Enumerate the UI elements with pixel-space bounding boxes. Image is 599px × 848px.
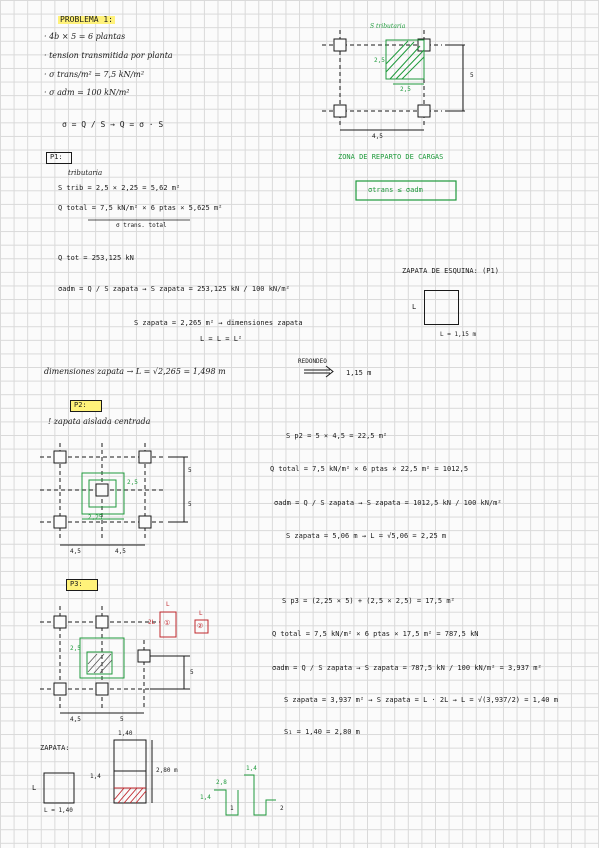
p3-dim-d: 2,5 <box>70 645 81 652</box>
p3-plan <box>40 606 190 714</box>
condition-box <box>355 180 457 201</box>
p1-size-note: L = 1,15 m <box>440 331 477 338</box>
small-dim-b: 2,8 <box>216 779 227 786</box>
zap-bottom: L = 1,40 <box>44 807 73 814</box>
p1-zapata-square <box>424 290 459 325</box>
p1-line-4: Q tot = 253,125 kN <box>58 254 134 262</box>
p2-dim-f: 2,25 <box>88 514 103 521</box>
zapata-esquina: ZAPATA DE ESQUINA: (P1) <box>402 267 499 275</box>
p3-dim-b: 5 <box>120 716 124 723</box>
bullet-4: · σ adm = 100 kN/m² <box>44 88 130 97</box>
p1-line-1: S trib = 2,5 × 2,25 = 5,62 m² <box>58 184 181 192</box>
top-dim-b: 2,5 <box>400 86 411 93</box>
p2-dim-c: 5 <box>188 467 192 474</box>
p3-trib <box>79 637 125 679</box>
p1-line-5: σadm = Q / S zapata → S zapata = 253,125… <box>58 285 290 293</box>
bullet-1: · 4b × 5 = 6 plantas <box>44 32 126 41</box>
top-dim-a: 2,5 <box>374 57 385 64</box>
p1-line-9: 1,15 m <box>346 369 372 377</box>
reparto-caption: ZONA DE REPARTO DE CARGAS <box>338 153 444 161</box>
p3-tag: P3: <box>70 580 83 588</box>
p3-red-l2: L <box>199 610 203 617</box>
top-plan-diagram <box>322 30 465 131</box>
p3-dim-c: 5 <box>190 669 194 676</box>
p2-line-1: S p2 = 5 × 4,5 = 22,5 m² <box>286 432 388 440</box>
p1-line-7: L = L = L² <box>200 335 243 343</box>
redondeo-label: REDONDEO <box>298 358 327 365</box>
p3-line-2: Q total = 7,5 kN/m² × 6 ptas × 17,5 m² =… <box>272 630 479 638</box>
p2-line-4: S zapata = 5,06 m → L = √5,06 = 2,25 m <box>286 532 447 540</box>
p2-subtitle: ! zapata aislada centrada <box>48 417 151 426</box>
p3-dim-a: 4,5 <box>70 716 81 723</box>
p3-hatch <box>87 653 113 674</box>
p3-line-4: S zapata = 3,937 m² → S zapata = L · 2L … <box>284 696 558 704</box>
small-dim-d: 1 <box>230 805 234 812</box>
top-dim-c: 4,5 <box>372 133 383 140</box>
small-dim-c: 1,4 <box>246 765 257 772</box>
p2-dim-e: 2,5 <box>127 479 138 486</box>
top-dim-d: 5 <box>470 72 474 79</box>
tributary-area <box>385 39 425 85</box>
p3-red-l1: L <box>166 601 170 608</box>
p2-tag: P2: <box>74 401 87 409</box>
zap-left-l: L <box>32 784 37 792</box>
tributary-label: S tributaria <box>370 23 406 30</box>
zapata-red-hatch <box>113 787 147 804</box>
p3-red-boxes <box>159 611 209 638</box>
p1-line-6: S zapata = 2,265 m² → dimensiones zapata <box>134 319 303 327</box>
zap-dim-h: 2,80 m <box>156 767 178 774</box>
p1-tag: P1: <box>50 153 63 161</box>
zap-dim-side: 1,4 <box>90 773 101 780</box>
p2-dim-a: 4,5 <box>70 548 81 555</box>
p1-trib-note: tributaria <box>68 169 103 177</box>
p3-circle-1: ① <box>164 619 171 627</box>
zap-dim-w: 1,40 <box>118 730 133 737</box>
p2-plan <box>40 443 188 546</box>
small-dim-a: 1,4 <box>200 794 211 801</box>
p2-dim-d: 5 <box>188 501 192 508</box>
p1-side-l: L <box>412 303 417 311</box>
p3-line-1: S p3 = (2,25 × 5) + (2,5 × 2,5) = 17,5 m… <box>282 597 455 605</box>
p2-trib <box>81 472 125 520</box>
p3-line-3: σadm = Q / S zapata → S zapata = 787,5 k… <box>272 664 542 672</box>
p3-tag-box <box>66 579 98 591</box>
p2-line-2: Q total = 7,5 kN/m² × 6 ptas × 22,5 m² =… <box>270 465 469 473</box>
p3-circle-2: ② <box>197 622 204 630</box>
p1-line-3: σ trans. total <box>116 222 167 229</box>
stress-formula: σ = Q / S → Q = σ · S <box>62 120 164 129</box>
bullet-3: · σ trans/m² = 7,5 kN/m² <box>44 70 145 79</box>
problem-title: PROBLEMA 1: <box>58 15 115 24</box>
p2-line-3: σadm = Q / S zapata → S zapata = 1012,5 … <box>274 499 502 507</box>
p2-dim-b: 4,5 <box>115 548 126 555</box>
bullet-2: · tension transmitida por planta <box>44 51 173 60</box>
p1-line-2: Q total = 7,5 kN/m² × 6 ptas × 5,625 m² <box>58 204 223 212</box>
small-dim-e: 2 <box>280 805 284 812</box>
p3-line-5: S₁ = 1,40 = 2,80 m <box>284 728 360 736</box>
small-profile <box>214 774 276 816</box>
zapata-label: ZAPATA: <box>40 744 70 752</box>
p2-tag-box <box>70 400 102 412</box>
p3-red-2l: 2L <box>148 619 156 626</box>
p1-line-8: dimensiones zapata → L = √2,265 = 1,498 … <box>44 367 226 376</box>
condition-label: σtrans ≤ σadm <box>368 186 423 194</box>
p1-tag-box <box>46 152 72 164</box>
